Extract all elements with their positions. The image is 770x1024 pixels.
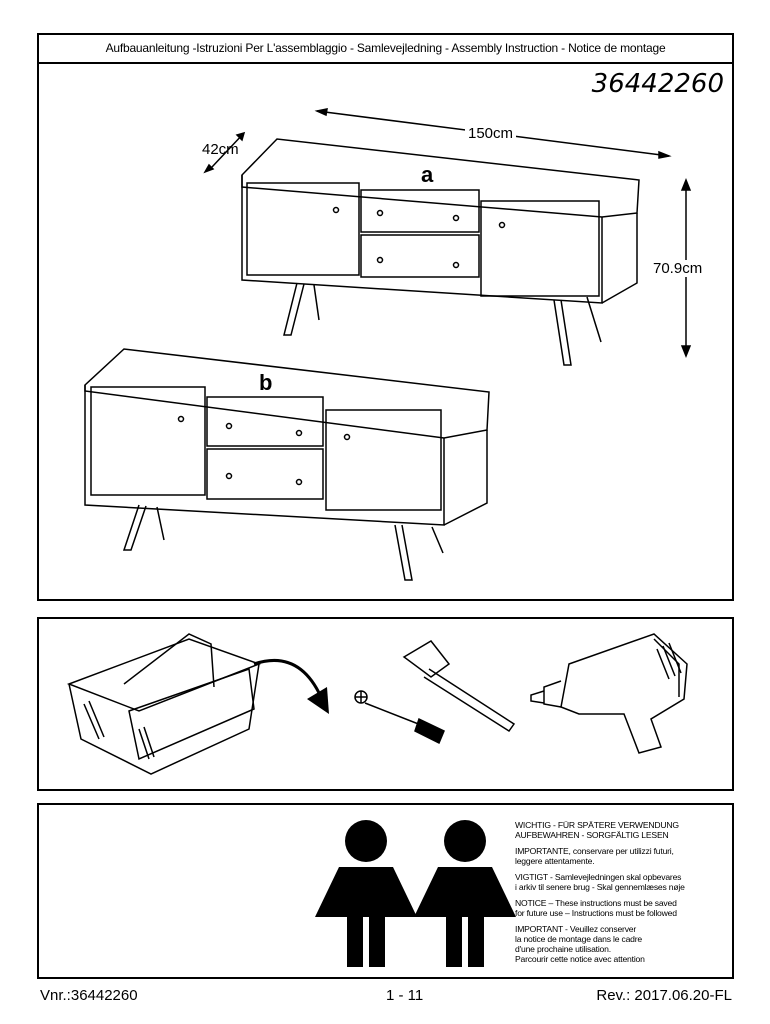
revision: Rev.: 2017.06.20-FL xyxy=(596,987,732,1004)
notice-it: IMPORTANTE, conservare per utilizzi futu… xyxy=(515,846,674,866)
tools-drawing xyxy=(66,633,688,775)
tools-panel xyxy=(37,617,734,791)
variant-a-label: a xyxy=(421,162,434,187)
width-label: 150cm xyxy=(465,125,517,142)
depth-label: 42cm xyxy=(202,141,239,158)
sideboard-b-drawing xyxy=(84,348,490,581)
page-number: 1 - 11 xyxy=(386,987,424,1004)
drill-icon xyxy=(530,633,688,754)
variant-b-label: b xyxy=(259,370,273,395)
document-title: Aufbauanleitung -Istruzioni Per L'assemb… xyxy=(39,35,732,64)
sideboard-drawings xyxy=(84,108,692,581)
safety-notice-text: WICHTIG - FÜR SPÄTERE VERWENDUNG AUFBEWA… xyxy=(515,820,685,970)
hammer-icon xyxy=(402,640,516,733)
notice-fr: IMPORTANT - Veuillez conserver la notice… xyxy=(515,924,645,964)
vnr-number: Vnr.:36442260 xyxy=(40,987,138,1004)
arrow-icon xyxy=(253,659,329,714)
safety-notice-panel: WICHTIG - FÜR SPÄTERE VERWENDUNG AUFBEWA… xyxy=(37,803,734,979)
notice-de: WICHTIG - FÜR SPÄTERE VERWENDUNG AUFBEWA… xyxy=(515,820,679,840)
two-persons-icon xyxy=(315,820,516,967)
toolbox-icon xyxy=(66,633,262,775)
height-label: 70.9cm xyxy=(653,260,703,277)
product-overview-panel: Aufbauanleitung -Istruzioni Per L'assemb… xyxy=(37,33,734,601)
product-code: 36442260 xyxy=(591,69,724,99)
screwdriver-icon xyxy=(354,690,445,745)
notice-en: NOTICE – These instructions must be save… xyxy=(515,898,677,918)
depth-dimension-arrow xyxy=(203,131,246,174)
notice-da: VIGTIGT - Samlevejledningen skal opbevar… xyxy=(515,872,685,892)
sideboard-a-drawing xyxy=(241,138,640,366)
